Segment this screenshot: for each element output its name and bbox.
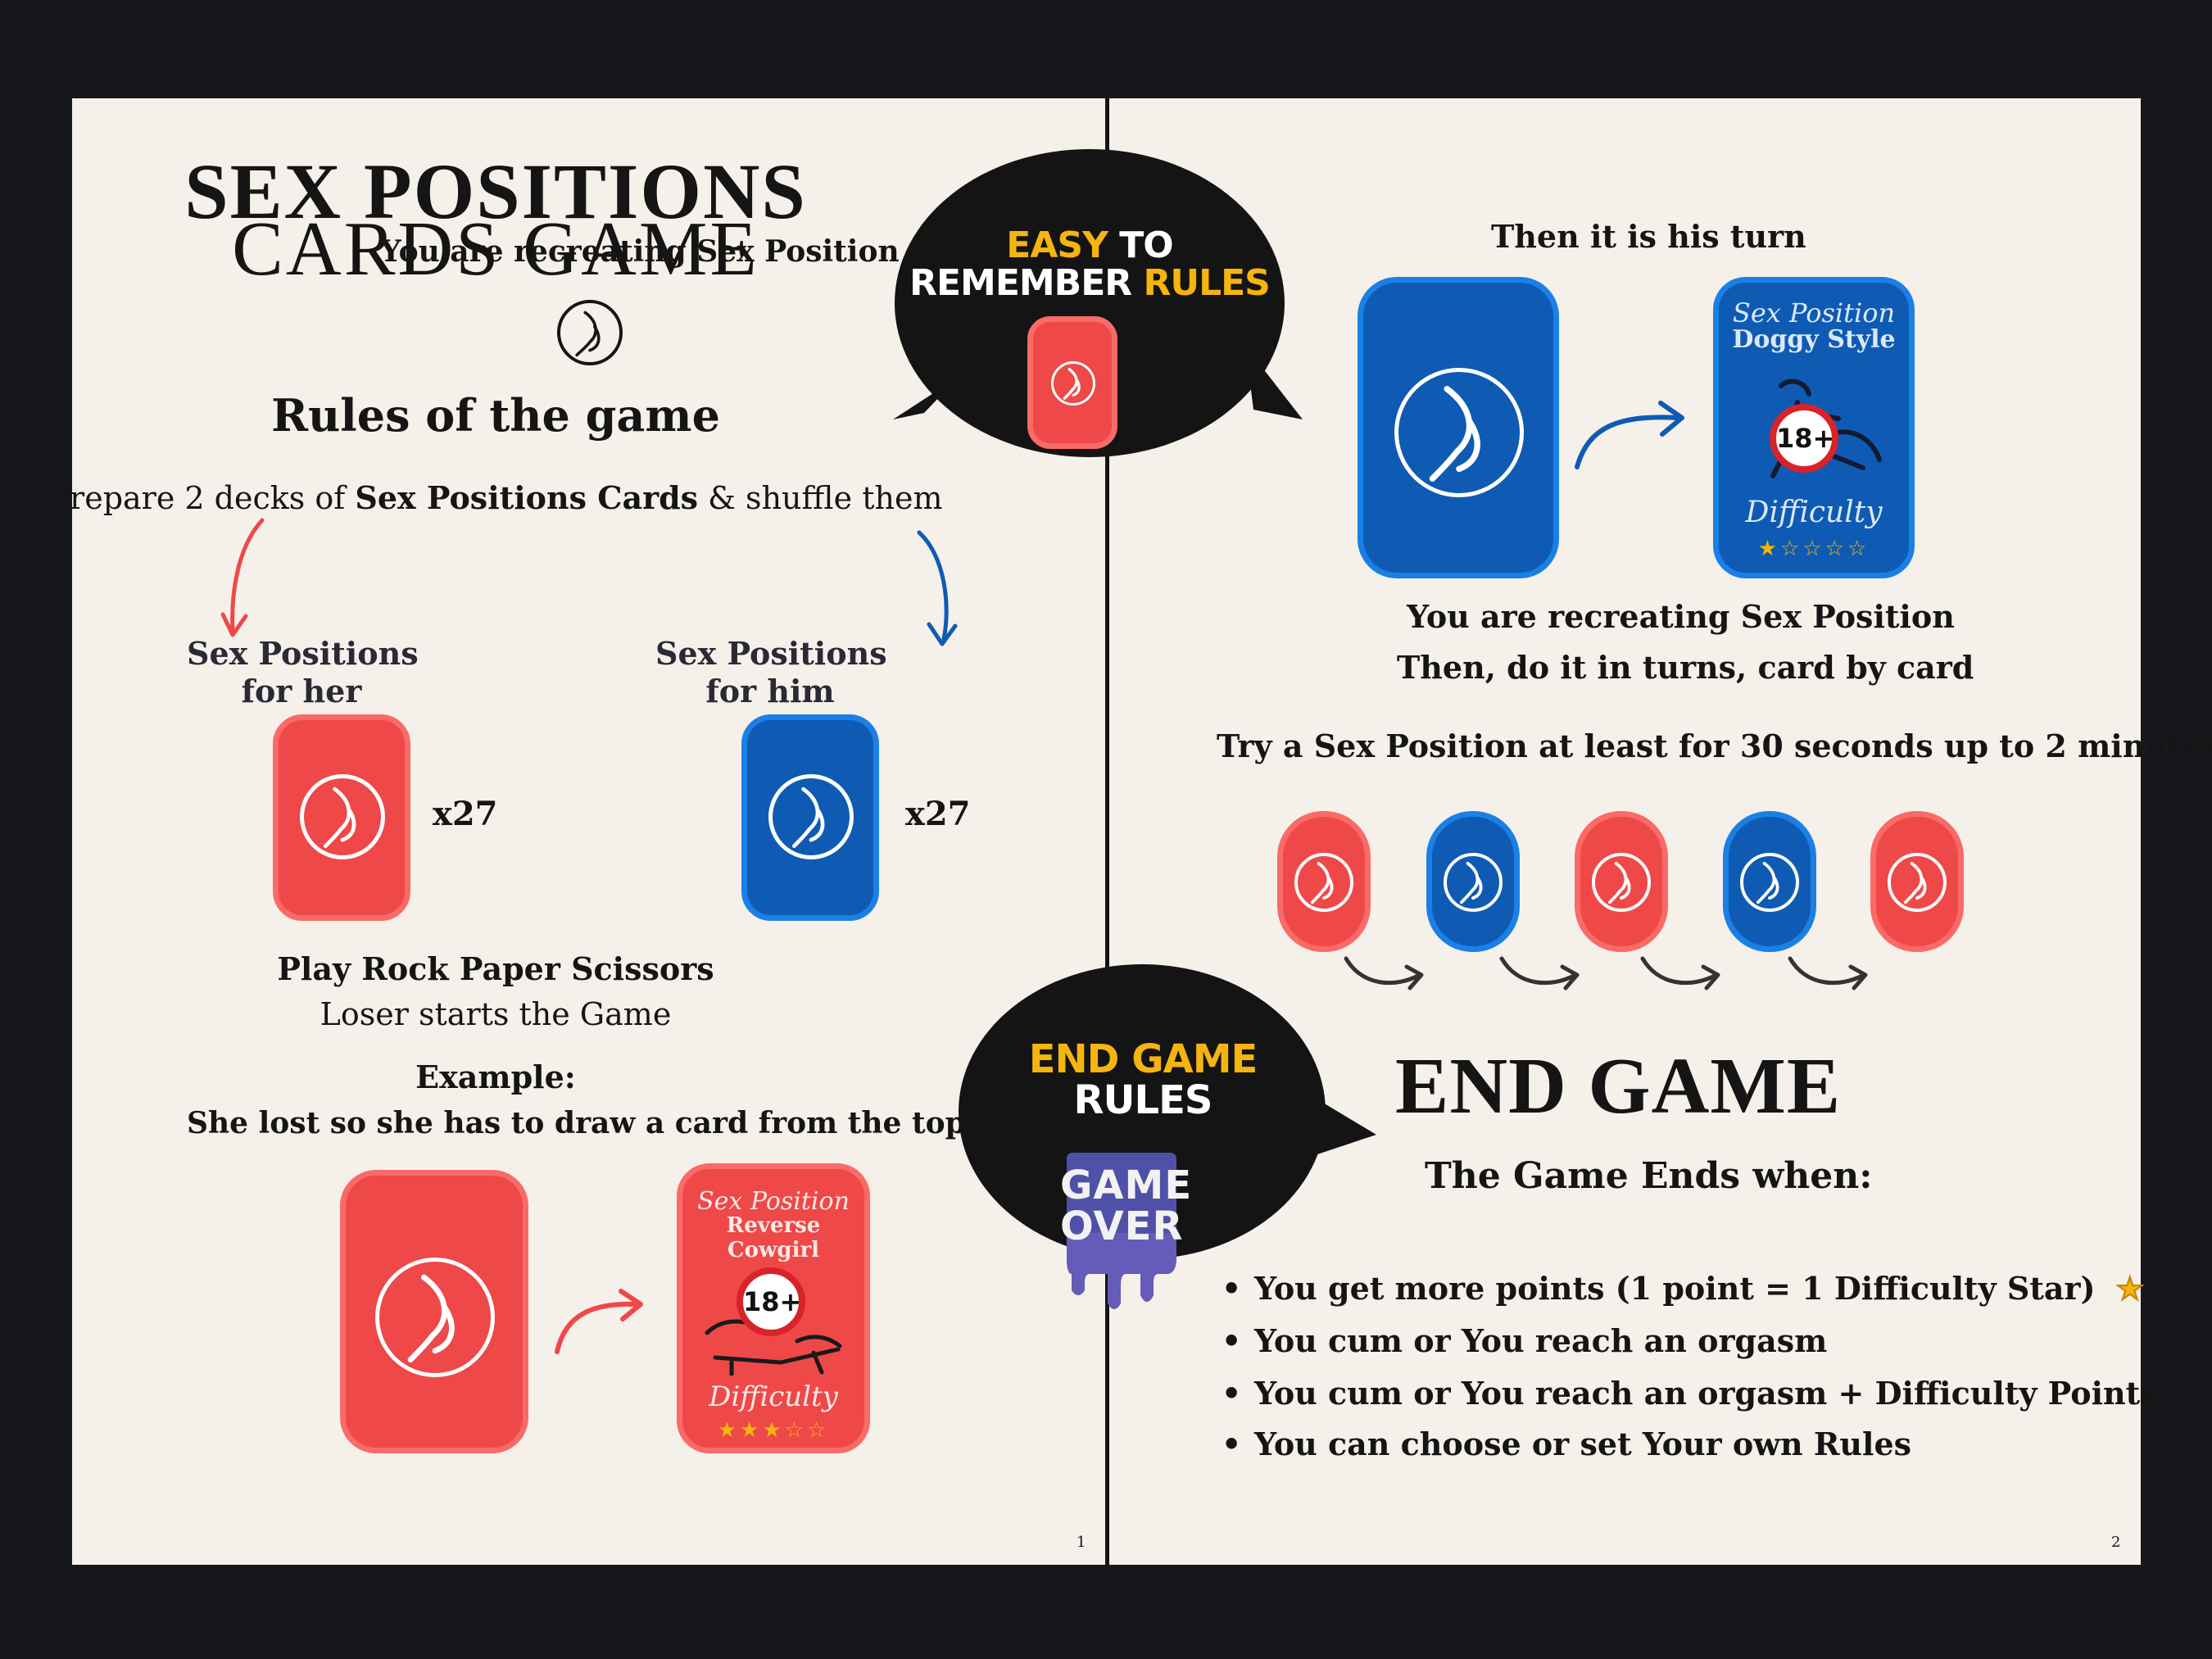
turn-card-3 [1575,811,1668,952]
loser-instruction: Loser starts the Game [320,996,672,1032]
deck-him-count: x27 [905,795,971,833]
game-over-sticker: GAME OVER [1060,1151,1193,1315]
card-title-name: Doggy Style [1732,325,1896,354]
turn-arrows-icon [1344,956,1868,990]
bullet-1: You get more points (1 point = 1 Difficu… [1222,1270,2144,1308]
sticker-line2: OVER [1060,1203,1184,1249]
body-logo-icon [1051,361,1095,406]
page-number: 2 [2111,1534,2121,1551]
bubble-card [1027,316,1117,449]
body-logo-icon [1592,853,1651,912]
try-duration-text: Try a Sex Position at least for 30 secon… [1217,728,2212,764]
example-text: She lost so she has to draw a card from … [187,1106,1073,1140]
body-logo-icon [1394,368,1524,497]
ends-when-heading: The Game Ends when: [1425,1155,1873,1197]
red-arrow-icon [220,518,265,637]
position-illustration-icon [705,1319,842,1376]
turn-card-2 [1426,811,1520,952]
body-logo-icon [375,1258,495,1377]
page-divider [1105,98,1109,1565]
drawn-card-face[interactable]: Sex Position Reverse Cowgirl 18+ Difficu… [677,1163,870,1453]
rules-heading: Rules of the game [271,389,720,442]
recreating-text: You are recreating Sex Position [1407,598,1955,635]
example-label: Example: [415,1058,576,1095]
turn-card-4 [1723,811,1816,952]
card-difficulty-label: Difficulty [709,1380,838,1413]
card-title-script: Sex Position [1732,297,1896,329]
body-logo-icon [768,774,854,859]
his-card-back[interactable] [1358,277,1559,578]
end-game-rules-bubble: END GAME RULES GAME OVER [950,963,1393,1323]
bullet-2: You cum or You reach an orgasm [1222,1322,1827,1359]
his-card-face[interactable]: Sex Position Doggy Style 18+ Difficulty … [1713,277,1915,578]
prepare-instruction: Prepare 2 decks of Sex Positions Cards &… [48,479,943,516]
adult-badge: 18+ [737,1267,805,1336]
game-title-line2: CARDS GAME [232,206,759,292]
body-logo-icon [1444,853,1503,912]
bubble-top-line1: EASY TO [1006,224,1173,266]
page-2: Then it is his turn Sex Position Doggy S… [1108,98,2212,1565]
his-turn-text: Then it is his turn [1491,218,1806,255]
easy-rules-bubble: EASY TO REMEMBER RULES [868,149,1311,469]
card-difficulty-label: Difficulty [1745,496,1883,529]
rps-instruction: Play Rock Paper Scissors [277,950,714,987]
body-logo-icon [1740,853,1799,912]
brand-logo-icon [557,300,623,365]
turns-text: Then, do it in turns, card by card [1397,649,1974,686]
game-title-line1: SEX POSITIONS [184,147,807,235]
curved-arrow-icon [1575,401,1684,469]
card-difficulty-stars: ★☆☆☆☆ [1757,537,1870,561]
bubble-bottom-line2: RULES [1073,1077,1213,1123]
deck-him-card[interactable] [741,714,879,921]
curved-arrow-icon [555,1289,643,1354]
body-logo-icon [1888,853,1947,912]
star-icon: ★ [2115,1270,2144,1308]
bubble-bottom-line1: END GAME [1028,1036,1258,1082]
deck-her-card[interactable] [273,714,410,921]
bullet-4: You can choose or set Your own Rules [1222,1426,1911,1462]
adult-badge: 18+ [1770,404,1838,473]
bullet-3: You cum or You reach an orgasm + Difficu… [1222,1375,2158,1412]
drawn-card-back[interactable] [340,1170,528,1453]
end-game-title: END GAME [1395,1042,1842,1131]
blue-arrow-icon [917,530,958,646]
card-title-name: Reverse Cowgirl [726,1213,821,1262]
page-number: 1 [1077,1534,1086,1551]
card-difficulty-stars: ★★★☆☆ [717,1418,830,1443]
sticker-line1: GAME [1060,1163,1193,1208]
turn-card-1 [1277,811,1371,952]
turn-card-5 [1870,811,1964,952]
recreating-text: You are recreating Sex Position [380,234,900,269]
deck-her-count: x27 [433,795,498,833]
card-title-script: Sex Position [697,1187,850,1216]
body-logo-icon [1294,853,1353,912]
bubble-top-line2: REMEMBER RULES [909,262,1271,304]
body-logo-icon [300,774,385,859]
